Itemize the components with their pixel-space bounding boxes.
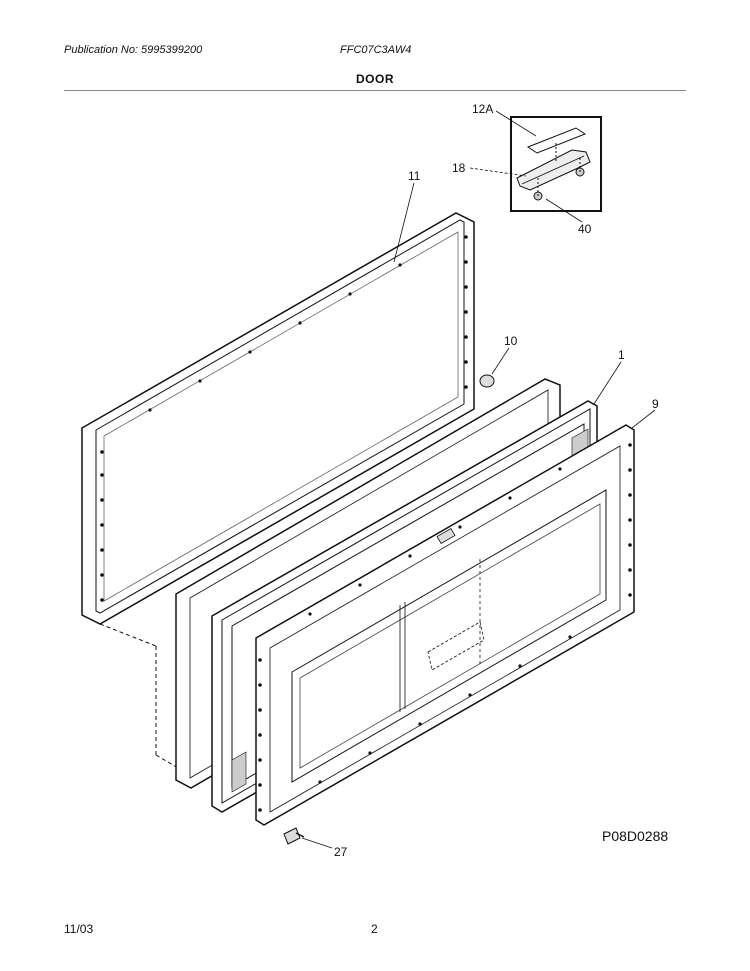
publication-number: Publication No: 5995399200 <box>64 44 203 56</box>
part-10-plug <box>479 374 495 388</box>
part-11-liner <box>81 212 475 625</box>
drawing-code: P08D0288 <box>602 828 669 844</box>
callout-18: 18 <box>452 161 466 175</box>
callout-1: 1 <box>618 348 625 362</box>
callout-12A: 12A <box>472 102 493 116</box>
handle-inset-box <box>510 116 602 212</box>
part-9-outer-panel <box>255 424 635 826</box>
footer-date: 11/03 <box>64 922 94 936</box>
part-12A-strip <box>526 127 587 154</box>
header-divider <box>64 90 686 91</box>
page-number: 2 <box>371 922 378 936</box>
callout-40: 40 <box>578 222 592 236</box>
part-27-screw <box>283 827 305 845</box>
callout-27: 27 <box>334 845 348 859</box>
callout-10: 10 <box>504 334 518 348</box>
callout-11: 11 <box>408 169 421 183</box>
page-title: DOOR <box>356 72 394 86</box>
callout-9: 9 <box>652 397 659 411</box>
model-number: FFC07C3AW4 <box>340 44 412 56</box>
